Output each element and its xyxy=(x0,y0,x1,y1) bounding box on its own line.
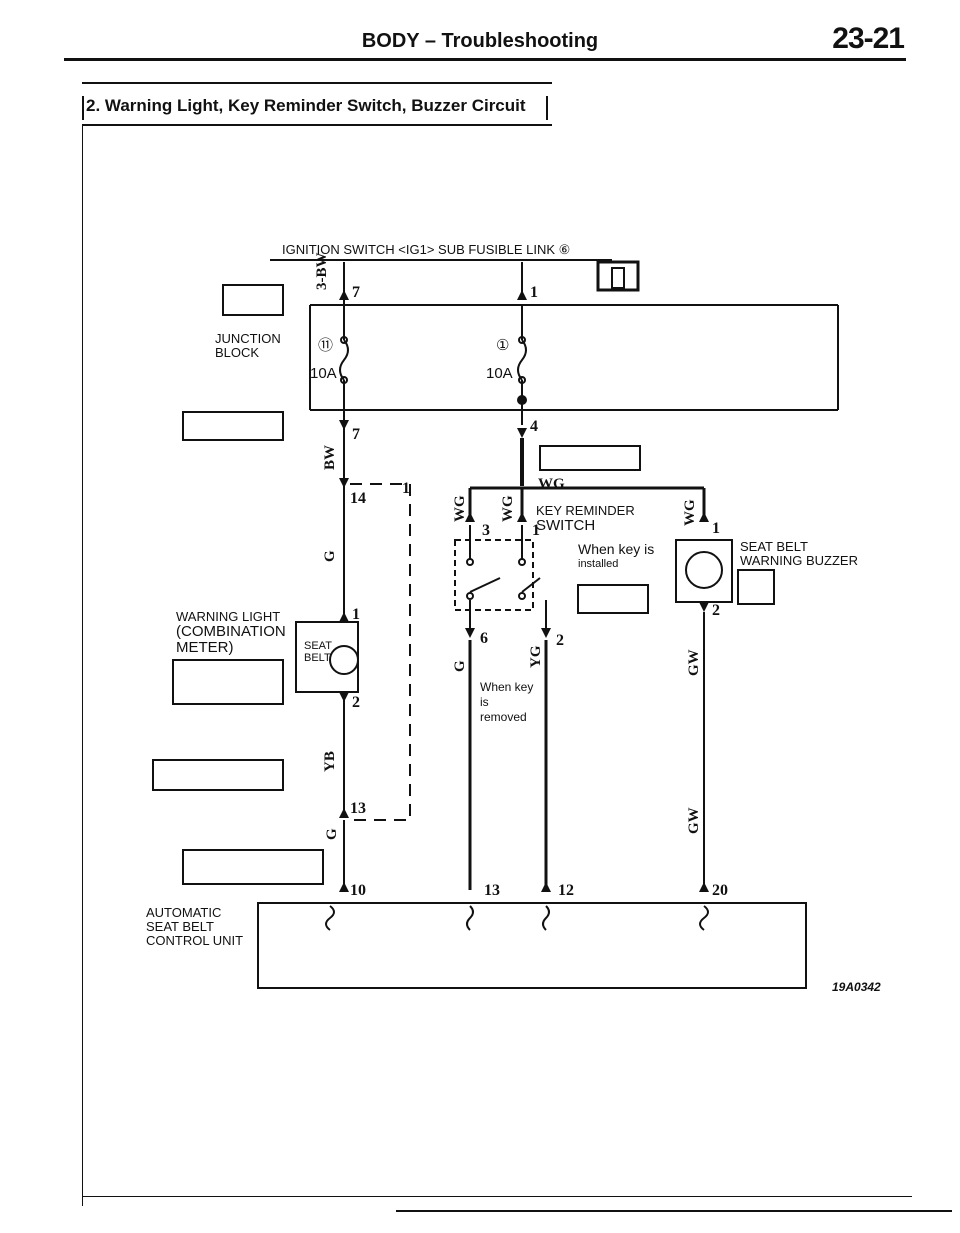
pin-13a: 13 xyxy=(350,800,366,817)
pin-20: 20 xyxy=(712,882,728,899)
page-title: BODY – Troubleshooting xyxy=(361,30,599,52)
pin-6: 6 xyxy=(480,630,488,647)
seat-belt-lamp-text: SEAT BELT xyxy=(304,640,332,664)
pin-1c: 1 xyxy=(352,606,360,623)
warning-light-label: WARNING LIGHT (COMBINATION METER) xyxy=(176,610,286,656)
auto-unit-line2: SEAT BELT xyxy=(146,919,214,934)
wire-w11: YG xyxy=(528,645,544,669)
seat-belt-line1: SEAT xyxy=(304,640,332,652)
wire-w5: G xyxy=(324,828,340,840)
when-installed-label: When key is installed xyxy=(578,542,654,572)
pin-7b: 7 xyxy=(352,426,360,443)
warning-light-line2: (COMBINATION xyxy=(176,623,286,640)
pin-2a: 2 xyxy=(352,694,360,711)
when-removed-line1: When key xyxy=(480,680,534,694)
wire-w12: GW xyxy=(686,649,702,676)
auto-unit-line3: CONTROL UNIT xyxy=(146,933,244,948)
wire-w8: WG xyxy=(538,476,565,492)
wire-w3: G xyxy=(322,550,338,562)
pin-13b: 13 xyxy=(484,882,500,899)
when-removed-line2: is xyxy=(480,695,489,709)
fuse-left-num: ⑪ xyxy=(318,337,334,354)
fuse-left-rating: 10A xyxy=(310,365,337,382)
pin-1e: 1 xyxy=(712,520,720,537)
buzzer-line2: WARNING BUZZER xyxy=(740,553,858,568)
pin-12: 12 xyxy=(558,882,574,899)
figure-code: 19A0342 xyxy=(832,980,881,994)
pin-1a: 1 xyxy=(530,284,538,301)
section-rule-bottom xyxy=(82,124,552,126)
auto-unit-label: AUTOMATIC SEAT BELT CONTROL UNIT xyxy=(146,906,243,948)
pin-2c: 2 xyxy=(712,602,720,619)
buzzer-line1: SEAT BELT xyxy=(740,539,808,554)
top-label: IGNITION SWITCH <IG1> SUB FUSIBLE LINK ⑥ xyxy=(282,242,571,257)
pin-1b: 1 xyxy=(402,480,410,497)
frame-bottom xyxy=(82,1196,912,1197)
pin-3: 3 xyxy=(482,522,490,539)
pin-10: 10 xyxy=(350,882,366,899)
pin-1d: 1 xyxy=(532,522,540,539)
wire-w1: 3-BW xyxy=(314,252,330,291)
seat-belt-line2: BELT xyxy=(304,652,331,664)
junction-block-line1: JUNCTION xyxy=(215,331,281,346)
wire-w4: YB xyxy=(322,751,338,772)
wire-w9: WG xyxy=(682,499,698,526)
junction-block-label: JUNCTION BLOCK xyxy=(215,332,281,360)
fuse-right-num: ① xyxy=(496,337,510,354)
auto-unit-line1: AUTOMATIC xyxy=(146,905,222,920)
pin-2b: 2 xyxy=(556,632,564,649)
frame-bottom-thick xyxy=(396,1210,952,1212)
when-installed-line2: installed xyxy=(578,558,619,570)
page-number: 23-21 xyxy=(832,22,905,55)
when-removed-label: When key is removed xyxy=(480,680,533,725)
header-rule xyxy=(64,58,906,61)
wire-w2: BW xyxy=(322,444,338,470)
wire-w7: WG xyxy=(500,495,516,522)
warning-light-line3: METER) xyxy=(176,639,234,656)
section-rule-left xyxy=(82,96,84,120)
section-rule-top xyxy=(82,82,552,84)
wire-w6: WG xyxy=(452,495,468,522)
wire-w10: G xyxy=(452,660,468,672)
junction-block-line2: BLOCK xyxy=(215,345,260,360)
key-reminder-label: KEY REMINDER SWITCH xyxy=(536,504,635,534)
when-installed-line1: When key is xyxy=(578,541,655,557)
pin-14: 14 xyxy=(350,490,366,507)
key-reminder-line1: KEY REMINDER xyxy=(536,503,635,518)
section-title: 2. Warning Light, Key Reminder Switch, B… xyxy=(86,96,526,115)
fuse-right-rating: 10A xyxy=(486,365,513,382)
section-rule-right xyxy=(546,96,548,120)
wire-w13: GW xyxy=(686,807,702,834)
warning-light-line1: WARNING LIGHT xyxy=(176,609,281,624)
when-removed-line3: removed xyxy=(480,710,527,724)
pin-4: 4 xyxy=(530,418,538,435)
frame-left xyxy=(82,126,83,1206)
buzzer-label: SEAT BELT WARNING BUZZER xyxy=(740,540,858,568)
key-reminder-line2: SWITCH xyxy=(536,517,596,534)
pin-7a: 7 xyxy=(352,284,360,301)
